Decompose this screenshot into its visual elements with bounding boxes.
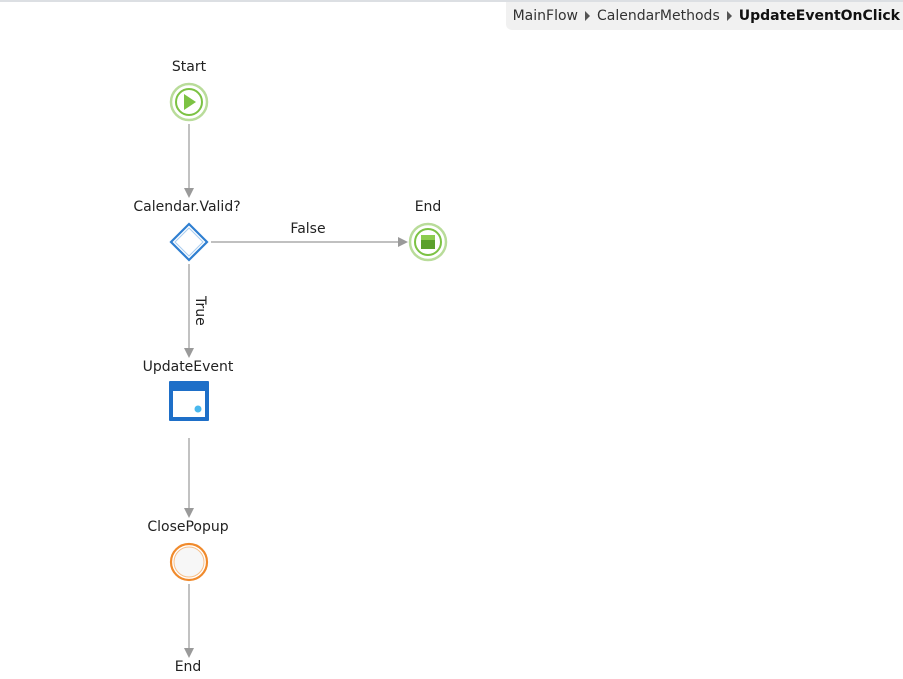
breadcrumb-separator-icon xyxy=(726,11,732,21)
play-icon xyxy=(184,94,196,110)
end-node-false[interactable] xyxy=(408,222,448,262)
client-label: ClosePopup xyxy=(147,519,229,535)
start-node[interactable] xyxy=(169,82,209,122)
true-edge-label: True xyxy=(192,296,208,326)
if-node[interactable] xyxy=(167,222,211,262)
if-label: Calendar.Valid? xyxy=(133,199,241,215)
breadcrumb-item-mainflow[interactable]: MainFlow xyxy=(512,8,578,24)
breadcrumb-current: UpdateEventOnClick xyxy=(738,8,900,24)
start-label: Start xyxy=(171,59,207,75)
top-border xyxy=(0,0,903,2)
breadcrumb-item-calendarmethods[interactable]: CalendarMethods xyxy=(596,8,720,24)
end-false-label: End xyxy=(414,199,442,215)
breadcrumb: MainFlow CalendarMethods UpdateEventOnCl… xyxy=(505,2,903,30)
stop-icon xyxy=(421,235,435,249)
action-label: UpdateEvent xyxy=(142,359,234,375)
diamond-icon xyxy=(169,222,209,262)
client-action-icon xyxy=(169,542,209,582)
end-bottom-label: End xyxy=(174,659,202,675)
action-node[interactable] xyxy=(168,380,210,422)
false-edge-label: False xyxy=(290,221,326,237)
client-node[interactable] xyxy=(169,542,209,582)
breadcrumb-separator-icon xyxy=(584,11,590,21)
server-action-icon xyxy=(169,381,209,421)
